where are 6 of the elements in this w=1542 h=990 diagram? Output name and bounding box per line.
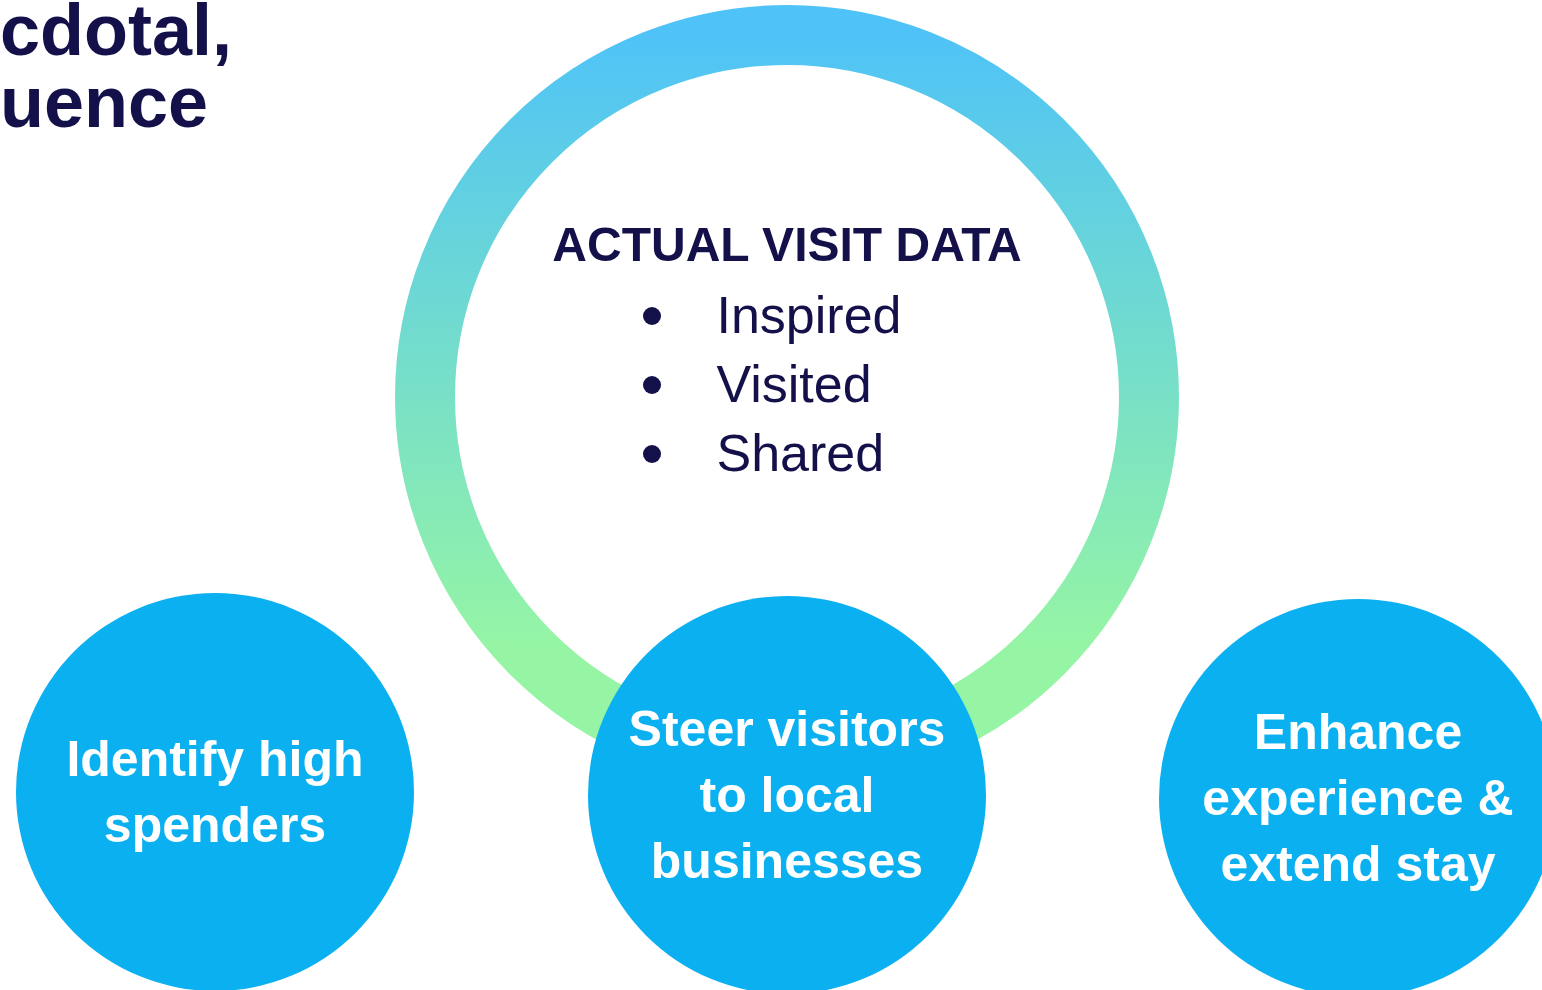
bullet-text: Visited — [716, 354, 872, 415]
title-text: uence — [0, 66, 209, 138]
bullet-text: Shared — [716, 423, 885, 484]
bullet-text: Inspired — [716, 285, 902, 346]
heading-text: ACTUAL VISIT DATA — [552, 217, 1022, 273]
title-text: cdotal, — [0, 0, 233, 66]
